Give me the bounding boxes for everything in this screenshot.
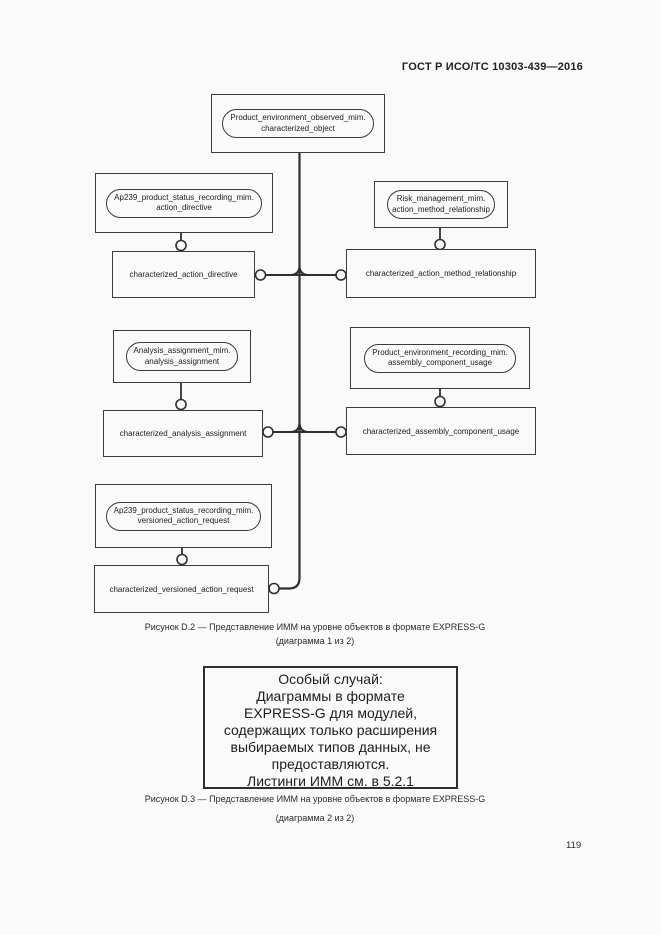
entity-box-characterized-action-method-relationship: characterized_action_method_relationship: [346, 249, 536, 298]
ref-stadium-observed: Product_environment_observed_mim. charac…: [222, 109, 374, 138]
ref-label-line1: Risk_management_mim.: [396, 194, 486, 203]
entity-box-characterized-assembly-component-usage: characterized_assembly_component_usage: [346, 407, 536, 455]
figure-d3-caption-line2: (диаграмма 2 из 2): [275, 813, 355, 823]
ref-box-recording: Product_environment_recording_mim. assem…: [350, 327, 530, 389]
ref-label-line1: Ap239_product_status_recording_mim.: [113, 505, 254, 515]
connector-circle: [335, 426, 347, 438]
trunk-line: [279, 153, 301, 590]
ref-stadium-analysis: Analysis_assignment_mim. analysis_assign…: [125, 342, 239, 371]
entity-label: characterized_versioned_action_request: [109, 584, 254, 594]
ref-box-versioned: Ap239_product_status_recording_mim. vers…: [95, 484, 272, 548]
connector-circle: [434, 238, 446, 251]
ref-label-line2: versioned_action_request: [137, 516, 230, 525]
ref-stadium-recording: Product_environment_recording_mim. assem…: [364, 343, 516, 373]
entity-label: characterized_action_directive: [129, 270, 238, 279]
ref-box-action-directive: Ap239_product_status_recording_mim. acti…: [95, 173, 273, 233]
ref-stadium-risk: Risk_management_mim. action_method_relat…: [387, 190, 495, 219]
ref-label-line1: Product_environment_recording_mim.: [372, 347, 508, 357]
connector-circle: [175, 239, 187, 252]
entity-box-characterized-versioned-action-request: characterized_versioned_action_request: [94, 565, 269, 613]
entity-label: characterized_analysis_assignment: [119, 429, 247, 438]
special-case-line: Диаграммы в формате: [256, 688, 405, 704]
special-case-box: Особый случай: Диаграммы в формате EXPRE…: [203, 666, 458, 789]
special-case-line: содержащих только расширения: [223, 722, 438, 738]
special-case-line: предоставляются.: [271, 756, 390, 772]
ref-box-analysis: Analysis_assignment_mim. analysis_assign…: [113, 330, 251, 383]
ref-label-line1: Product_environment_observed_mim.: [230, 113, 366, 122]
entity-box-characterized-analysis-assignment: characterized_analysis_assignment: [103, 410, 263, 457]
connector-circle: [268, 582, 280, 595]
special-case-line: выбираемых типов данных, не: [230, 739, 431, 755]
branch2-fillet-left: [289, 422, 301, 433]
ref-label-line2: action_method_relationship: [392, 204, 490, 214]
ref-label-line1: Ap239_product_status_recording_mim.: [114, 192, 254, 202]
figure-d2-caption-line2: (диаграмма 1 из 2): [275, 636, 355, 646]
ref-stadium-versioned: Ap239_product_status_recording_mim. vers…: [105, 501, 262, 531]
entity-label: characterized_action_method_relationship: [365, 269, 517, 278]
connector-circle: [176, 553, 188, 566]
connector-circle: [434, 395, 446, 408]
ref-label-line2: action_directive: [156, 203, 212, 212]
special-case-line: Листинги ИММ см. в 5.2.1: [247, 773, 414, 789]
figure-d3-caption-line1: Рисунок D.3 — Представление ИММ на уровн…: [144, 794, 486, 804]
ref-label-line1: Analysis_assignment_mim.: [133, 346, 231, 355]
ref-label-line2: analysis_assignment: [144, 356, 220, 366]
ref-box-observed: Product_environment_observed_mim. charac…: [211, 94, 385, 153]
connector-circle: [175, 398, 187, 411]
branch2-fillet-right: [298, 422, 310, 433]
connector-circle: [262, 426, 274, 438]
entity-box-characterized-action-directive: characterized_action_directive: [112, 251, 255, 298]
document-header: ГОСТ Р ИСО/ТС 10303-439—2016: [401, 61, 583, 73]
special-case-line: EXPRESS-G для модулей,: [243, 705, 418, 721]
connector-circle: [335, 269, 347, 281]
branch1-fillet-left: [289, 265, 301, 276]
figure-d2-caption-line1: Рисунок D.2 — Представление ИММ на уровн…: [144, 622, 486, 632]
entity-label: characterized_assembly_component_usage: [362, 426, 520, 436]
ref-label-line2: assembly_component_usage: [387, 358, 493, 367]
ref-box-risk: Risk_management_mim. action_method_relat…: [374, 181, 508, 228]
branch1-fillet-right: [298, 265, 310, 276]
special-case-line: Особый случай:: [278, 671, 383, 687]
ref-label-line2: characterized_object: [261, 123, 335, 133]
page-number: 119: [566, 840, 582, 851]
ref-stadium-action-directive: Ap239_product_status_recording_mim. acti…: [106, 188, 262, 218]
connector-circle: [254, 269, 267, 281]
